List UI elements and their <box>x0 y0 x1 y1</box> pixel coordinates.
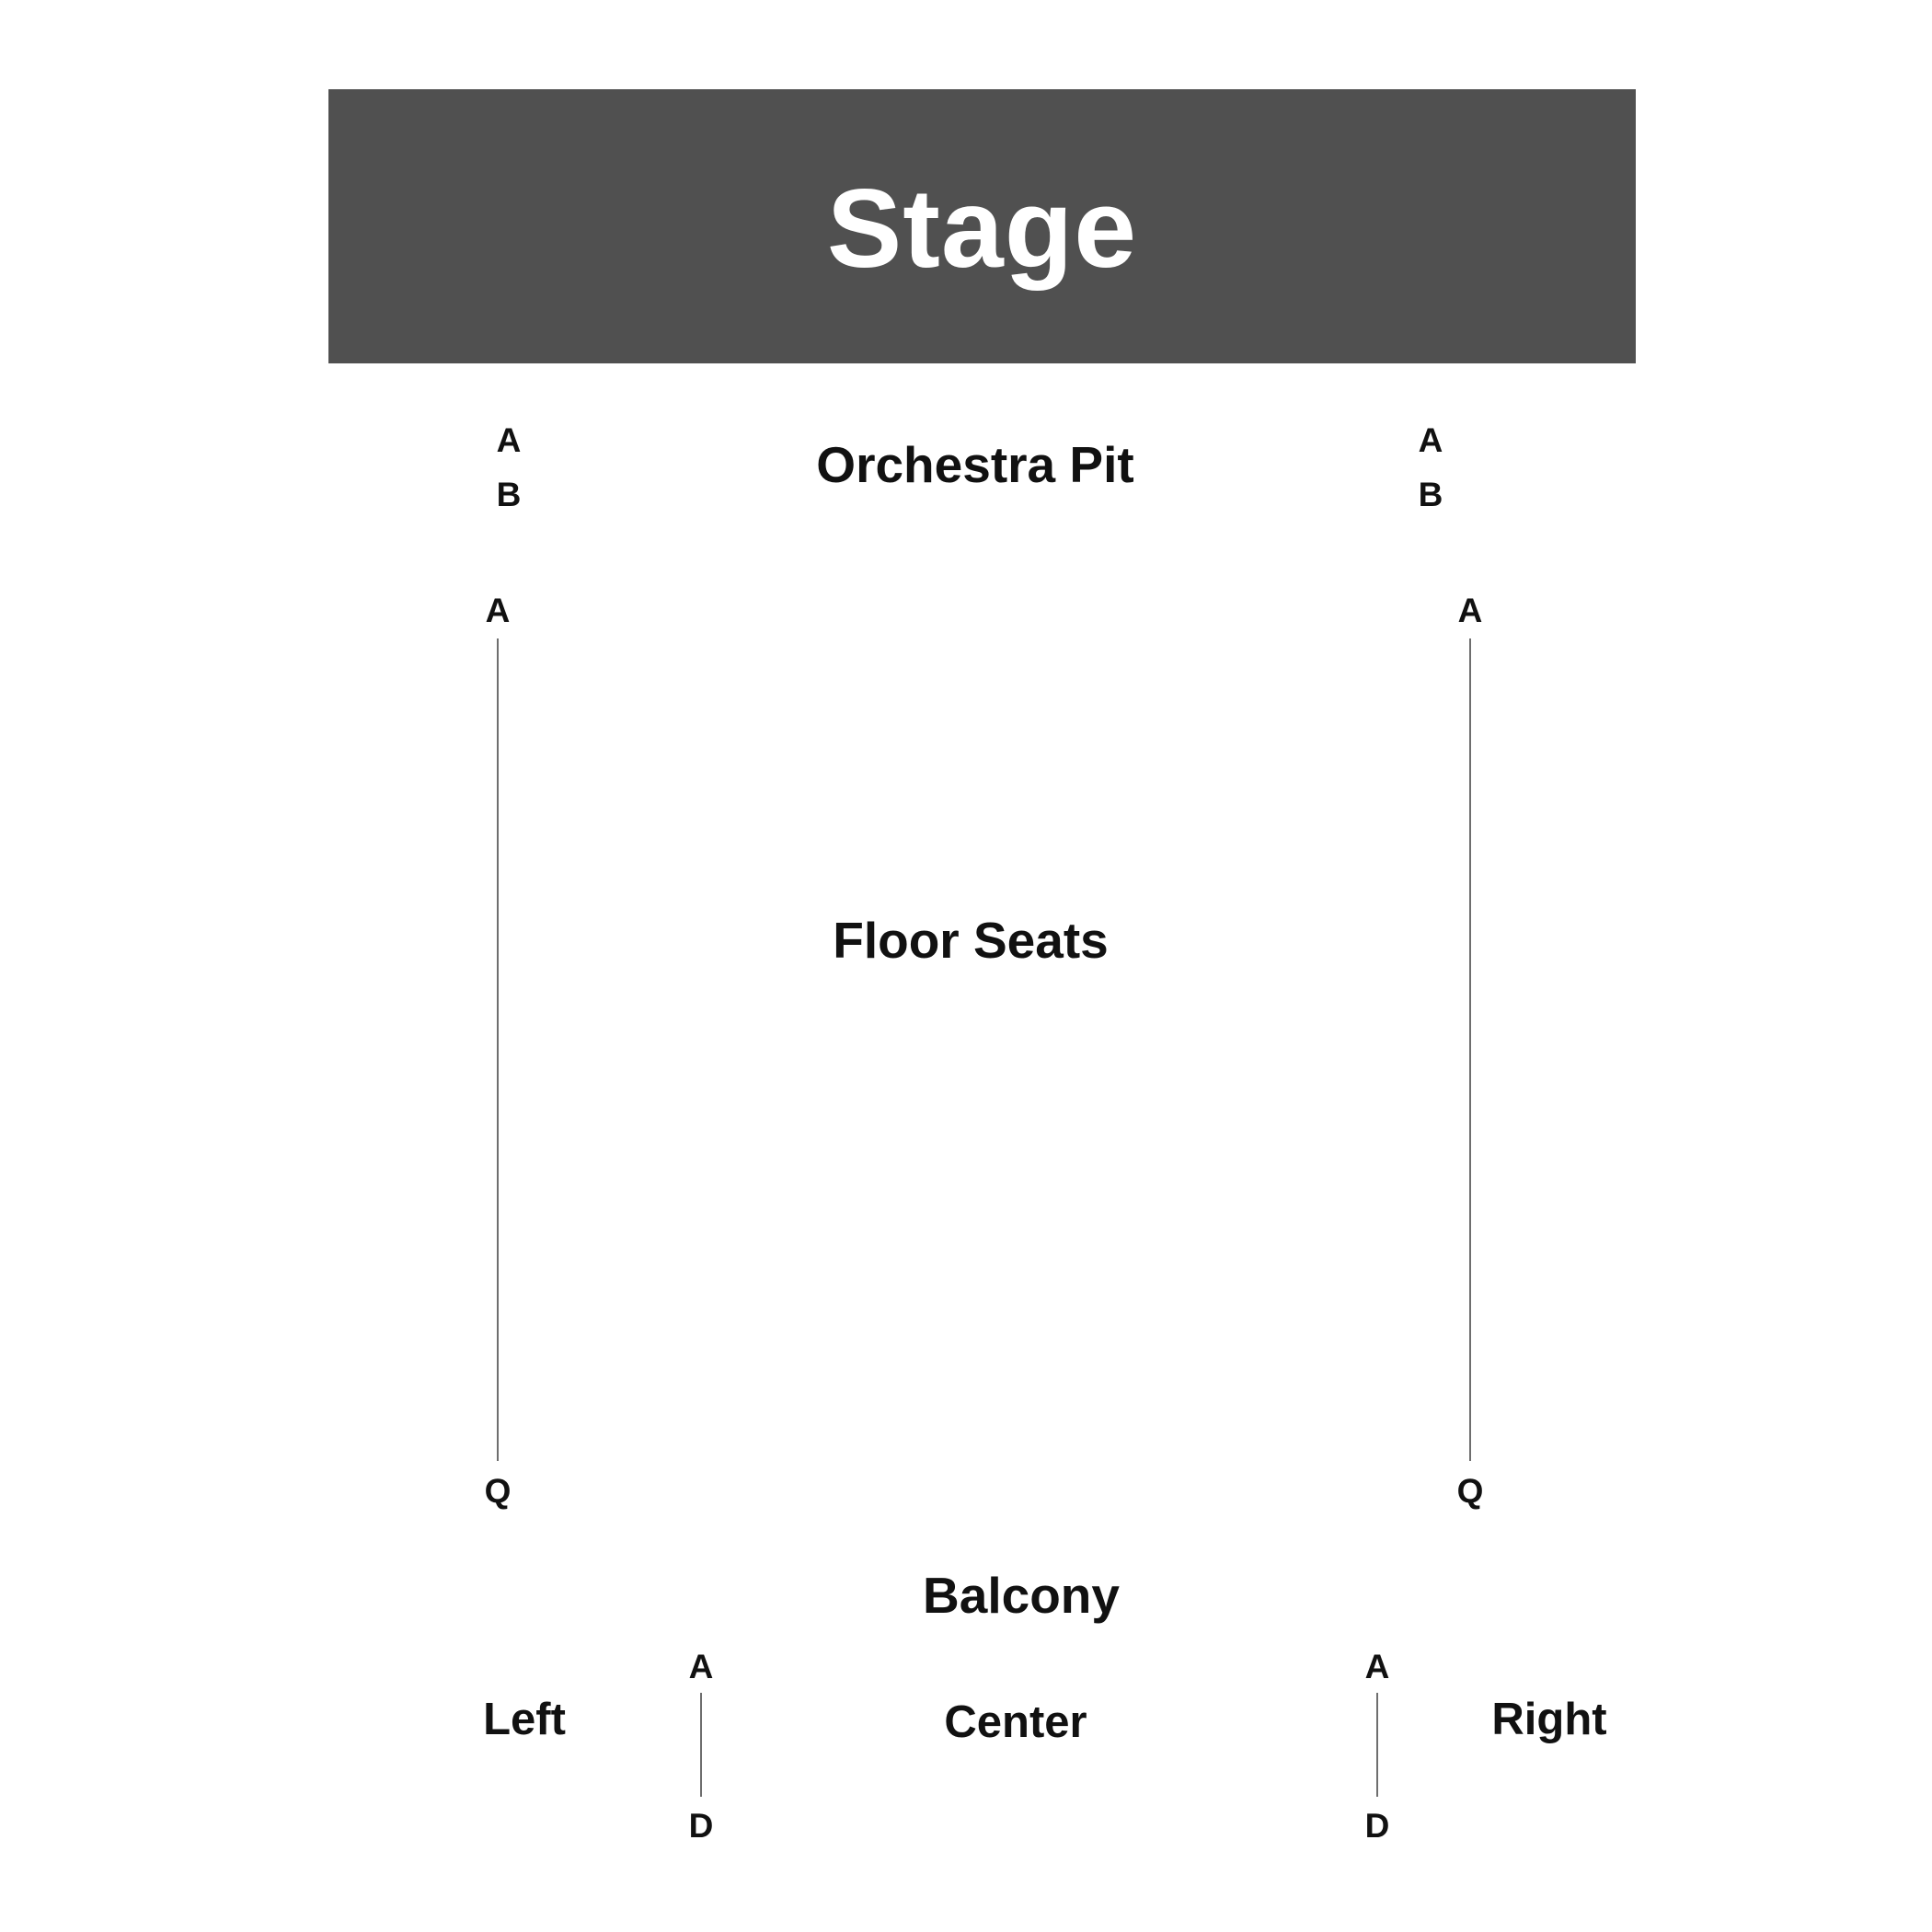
balcony-center-label: Center <box>944 1697 1087 1747</box>
balcony-label: Balcony <box>923 1567 1120 1624</box>
stage: Stage <box>328 89 1636 363</box>
balcony-left-row-end: D <box>688 1807 714 1845</box>
floor-right-row-start: A <box>1457 592 1483 629</box>
balcony-right-row-line <box>1376 1693 1378 1797</box>
balcony-left-row-start: A <box>688 1648 714 1685</box>
stage-label: Stage <box>826 166 1138 291</box>
balcony-left-row-line <box>700 1693 702 1797</box>
balcony-right-row-end: D <box>1364 1807 1390 1845</box>
floor-left-row-line <box>497 638 499 1461</box>
floor-right-row-line <box>1469 638 1471 1461</box>
floor-left-row-start: A <box>485 592 511 629</box>
floor-left-row-end: Q <box>484 1472 512 1510</box>
orchestra-pit-left-row-b: B <box>496 476 522 513</box>
orchestra-pit-right-row-b: B <box>1418 476 1443 513</box>
orchestra-pit-label: Orchestra Pit <box>816 436 1134 493</box>
balcony-left-label: Left <box>483 1695 566 1744</box>
orchestra-pit-left-row-a: A <box>496 421 522 459</box>
floor-seats-label: Floor Seats <box>833 912 1109 969</box>
orchestra-pit-right-row-a: A <box>1418 421 1443 459</box>
balcony-right-label: Right <box>1491 1695 1607 1744</box>
balcony-right-row-start: A <box>1364 1648 1390 1685</box>
floor-right-row-end: Q <box>1456 1472 1484 1510</box>
